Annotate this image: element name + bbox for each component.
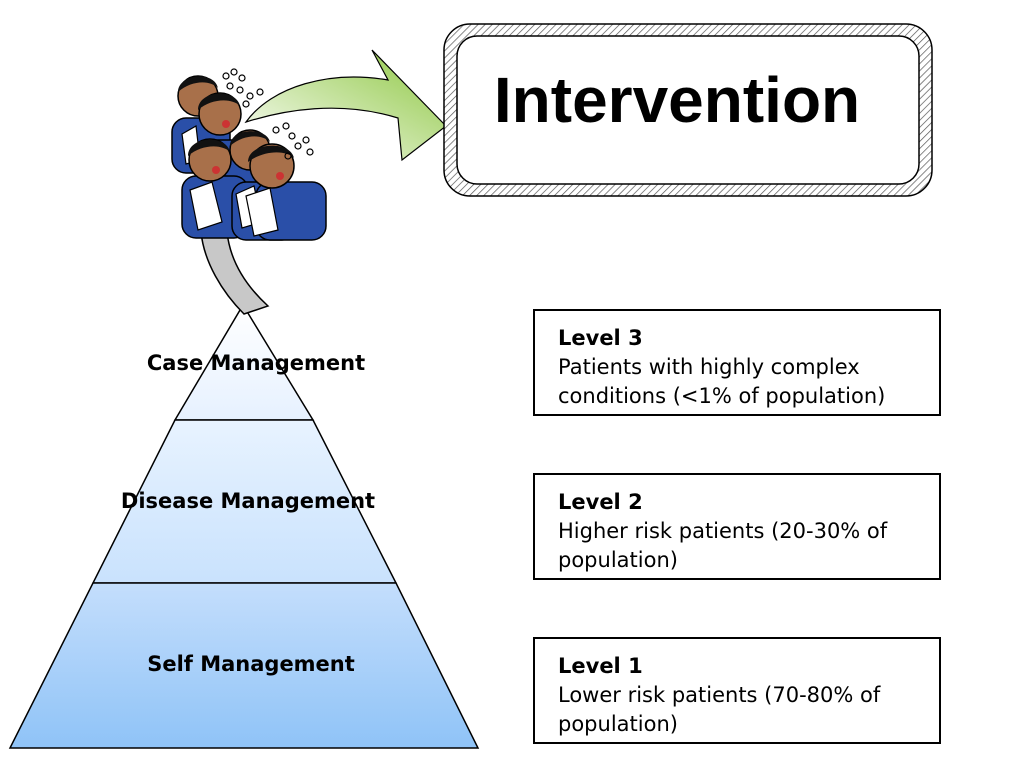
- level-2-title: Level 2: [558, 490, 643, 514]
- level-3-title: Level 3: [558, 326, 643, 350]
- level-3-box: Level 3 Patients with highly complex con…: [533, 309, 941, 416]
- curved-arrow-icon: [244, 49, 447, 162]
- level-2-description: Higher risk patients (20-30% of populati…: [558, 519, 888, 572]
- intervention-frame: [443, 23, 933, 197]
- level-1-title: Level 1: [558, 654, 643, 678]
- pyramid-label-case-management: Case Management: [147, 351, 365, 375]
- level-1-box: Level 1 Lower risk patients (70-80% of p…: [533, 637, 941, 744]
- level-2-box: Level 2 Higher risk patients (20-30% of …: [533, 473, 941, 580]
- pyramid: [8, 303, 480, 749]
- pyramid-label-disease-management: Disease Management: [121, 489, 375, 513]
- connector-arrow: [200, 231, 270, 315]
- pyramid-tier-self-management: [8, 582, 480, 749]
- pyramid-label-self-management: Self Management: [147, 652, 355, 676]
- intervention-title: Intervention: [494, 64, 860, 136]
- sick-patients-icon: [171, 68, 327, 241]
- level-3-description: Patients with highly complex conditions …: [558, 355, 886, 408]
- level-1-description: Lower risk patients (70-80% of populatio…: [558, 683, 881, 736]
